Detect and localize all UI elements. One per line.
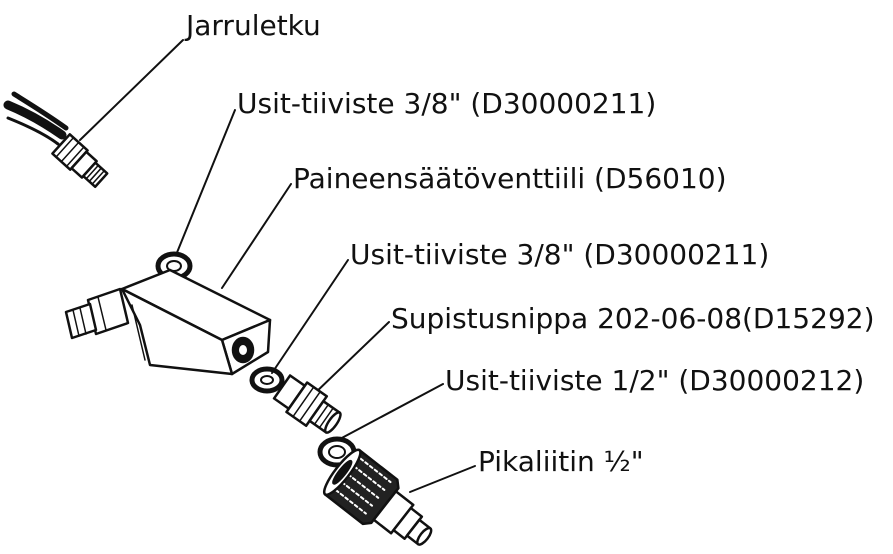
leader-supistusnippa [312, 321, 390, 396]
leader-pikaliitin [409, 465, 476, 493]
label-jarruletku: Jarruletku [186, 9, 321, 42]
brake-hose-part [3, 91, 109, 189]
label-paineensaatoventtiili: Paineensäätöventtiili (D56010) [293, 162, 727, 195]
pressure-valve-block-part [64, 268, 272, 376]
quick-coupler-part [322, 448, 433, 546]
leader-lines [79, 39, 476, 493]
leader-usit-tiiviste-3 [337, 383, 444, 441]
leader-paineensaatoventtiili [221, 183, 292, 289]
leader-usit-tiiviste-2 [271, 259, 349, 374]
seal-3-8-lower-part [249, 366, 285, 394]
leader-jarruletku [79, 39, 184, 141]
leader-usit-tiiviste-1 [175, 109, 236, 256]
label-usit-tiiviste-1-2: Usit-tiiviste 1/2" (D30000212) [445, 364, 865, 397]
label-supistusnippa: Supistusnippa 202-06-08(D15292) [391, 302, 875, 335]
label-usit-tiiviste-3-8-upper: Usit-tiiviste 3/8" (D30000211) [237, 87, 657, 120]
label-pikaliitin: Pikaliitin ½" [478, 445, 644, 478]
label-usit-tiiviste-3-8-lower: Usit-tiiviste 3/8" (D30000211) [350, 238, 770, 271]
reducing-nipple-part [272, 374, 342, 434]
